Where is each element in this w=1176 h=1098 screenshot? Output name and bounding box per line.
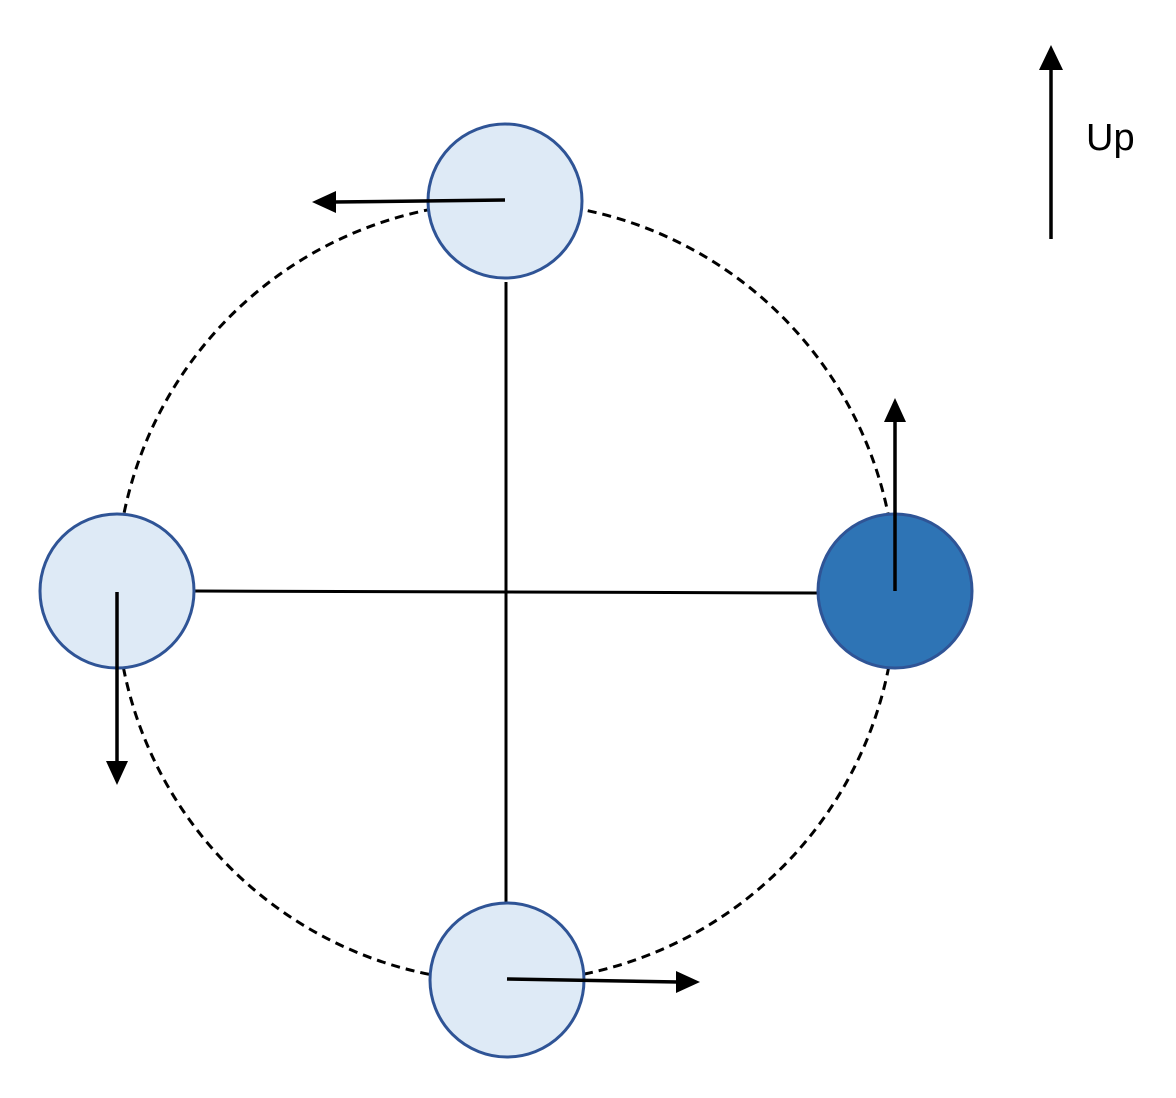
up-arrow-icon xyxy=(1039,45,1063,239)
spoke-horizontal xyxy=(194,589,819,595)
up-label: Up xyxy=(1086,117,1135,159)
velocity-arrow-top xyxy=(312,191,506,213)
velocity-arrow-bottom xyxy=(506,971,700,993)
velocity-arrow-right xyxy=(884,398,906,591)
velocity-arrow-left xyxy=(106,592,128,785)
